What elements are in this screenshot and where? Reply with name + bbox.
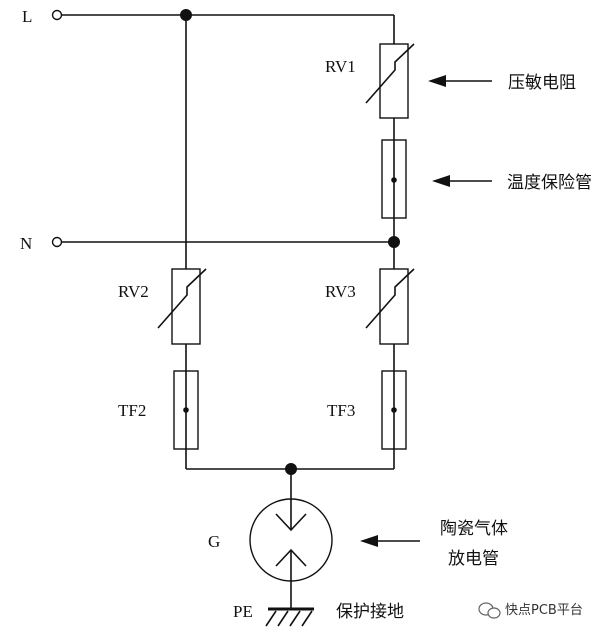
ground-symbol: [265, 607, 314, 627]
gas-discharge-tube: [249, 498, 333, 582]
watermark-text: 快点PCB平台: [505, 603, 583, 618]
gas-tube-annotation-line1: 陶瓷气体: [440, 519, 508, 539]
fuse-arrowhead: [432, 175, 450, 187]
tf2-fuse: [173, 370, 199, 450]
wechat-icon: [478, 602, 501, 619]
l-label: L: [22, 7, 32, 26]
thermal-fuse: [381, 139, 407, 219]
l-terminal: [51, 9, 63, 21]
g-label: G: [208, 532, 220, 551]
junction-n: [388, 236, 400, 248]
varistor-annotation: 压敏电阻: [508, 73, 576, 93]
rv3-label: RV3: [325, 282, 356, 301]
tf3-fuse: [381, 370, 407, 450]
tf3-label: TF3: [327, 401, 355, 420]
n-label: N: [20, 234, 32, 253]
rv2-label: RV2: [118, 282, 149, 301]
thermal-fuse-annotation: 温度保险管: [507, 173, 592, 193]
junction-bottom: [285, 463, 297, 475]
pe-label: PE: [233, 602, 253, 621]
watermark: 快点PCB平台: [478, 602, 583, 619]
gas-tube-arrowhead: [360, 535, 378, 547]
annotation-arrows: [360, 75, 492, 547]
tf2-label: TF2: [118, 401, 146, 420]
rv2-varistor: [157, 268, 207, 345]
n-terminal: [51, 236, 63, 248]
junction-l: [180, 9, 192, 21]
rv3-varistor: [365, 268, 415, 345]
gas-tube-annotation-line2: 放电管: [448, 549, 499, 569]
rv1-varistor: [365, 43, 415, 119]
varistor-arrowhead: [428, 75, 446, 87]
ground-annotation: 保护接地: [336, 602, 404, 622]
rv1-label: RV1: [325, 57, 356, 76]
wires: [62, 14, 395, 609]
